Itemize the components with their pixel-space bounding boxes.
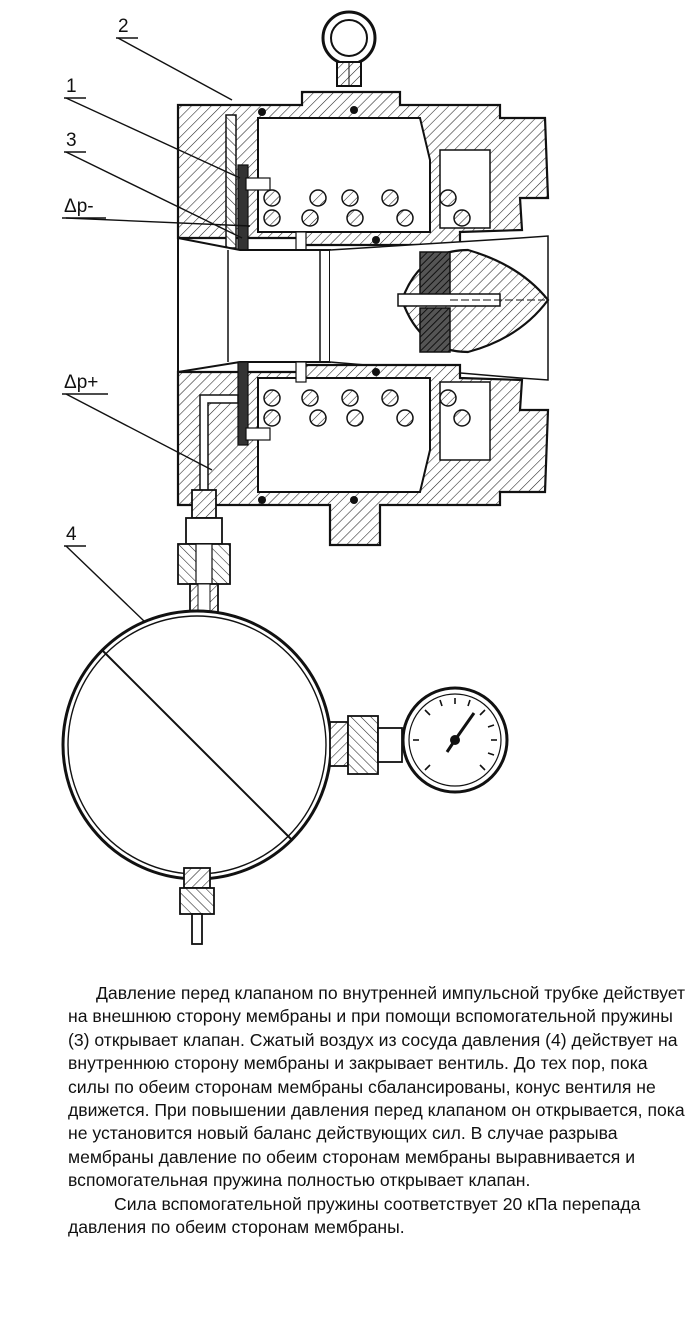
paragraph-1: Давление перед клапаном по внутренней им… — [68, 983, 686, 1191]
drain-fitting — [179, 867, 215, 945]
label-dp-minus: Δp- — [64, 196, 94, 217]
valve-housing-upper — [176, 90, 550, 253]
valve-cone — [397, 248, 550, 354]
label-3: 3 — [66, 130, 77, 151]
description-text: Давление перед клапаном по внутренней им… — [68, 982, 688, 1239]
label-4: 4 — [66, 524, 77, 545]
gauge-fitting — [329, 715, 403, 775]
label-1: 1 — [66, 76, 77, 97]
valve-housing-lower — [176, 361, 550, 547]
pressure-gauge-icon — [401, 686, 509, 794]
valve-section-drawing: 2 1 3 Δp- Δp+ 4 — [61, 10, 550, 945]
spring-upper — [263, 189, 471, 227]
label-2: 2 — [118, 16, 129, 37]
leader-lines — [65, 37, 251, 623]
pressure-vessel — [61, 609, 333, 881]
callout-labels: 2 1 3 Δp- Δp+ 4 — [62, 16, 138, 547]
connector-pipe — [177, 489, 231, 613]
label-dp-plus: Δp+ — [64, 372, 98, 393]
spring-lower — [263, 389, 471, 427]
lifting-eye — [321, 10, 377, 87]
paragraph-2: Сила вспомогательной пружины соответству… — [68, 1193, 641, 1238]
